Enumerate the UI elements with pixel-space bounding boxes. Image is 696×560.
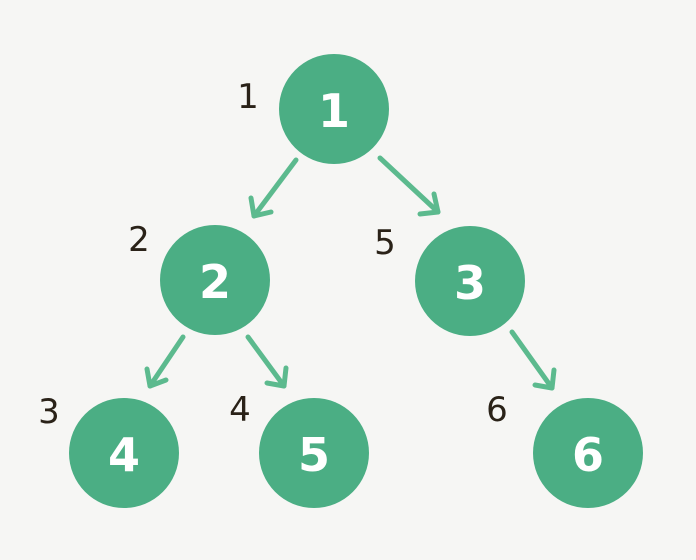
node-circle (415, 226, 525, 336)
edge-n2-n4 (144, 334, 186, 389)
tree-node-6: 6 (533, 398, 643, 508)
node-circle (69, 398, 179, 508)
node-circle (259, 398, 369, 508)
node-label: 5 (298, 428, 330, 482)
edge-n2-n5 (245, 334, 289, 389)
node-label: 2 (199, 255, 231, 309)
node-circle (533, 398, 643, 508)
edge-n1-n3 (377, 155, 441, 217)
visit-order-label-n5: 4 (229, 390, 251, 430)
tree-node-3: 3 (415, 226, 525, 336)
visit-order-label-n1: 1 (237, 77, 259, 117)
tree-node-2: 2 (160, 225, 270, 335)
node-label: 4 (108, 428, 140, 482)
tree-node-5: 5 (259, 398, 369, 508)
node-label: 1 (318, 84, 350, 138)
visit-order-label-n6: 6 (486, 390, 508, 430)
node-label: 3 (454, 256, 486, 310)
visit-order-label-n3: 5 (374, 223, 396, 263)
node-circle (279, 54, 389, 164)
node-circle (160, 225, 270, 335)
node-label: 6 (572, 428, 604, 482)
visit-order-label-n2: 2 (128, 220, 150, 260)
edge-n3-n6 (509, 329, 557, 391)
tree-node-4: 4 (69, 398, 179, 508)
tree-node-1: 1 (279, 54, 389, 164)
visit-order-label-n4: 3 (38, 392, 60, 432)
edge-n1-n2 (248, 157, 299, 219)
